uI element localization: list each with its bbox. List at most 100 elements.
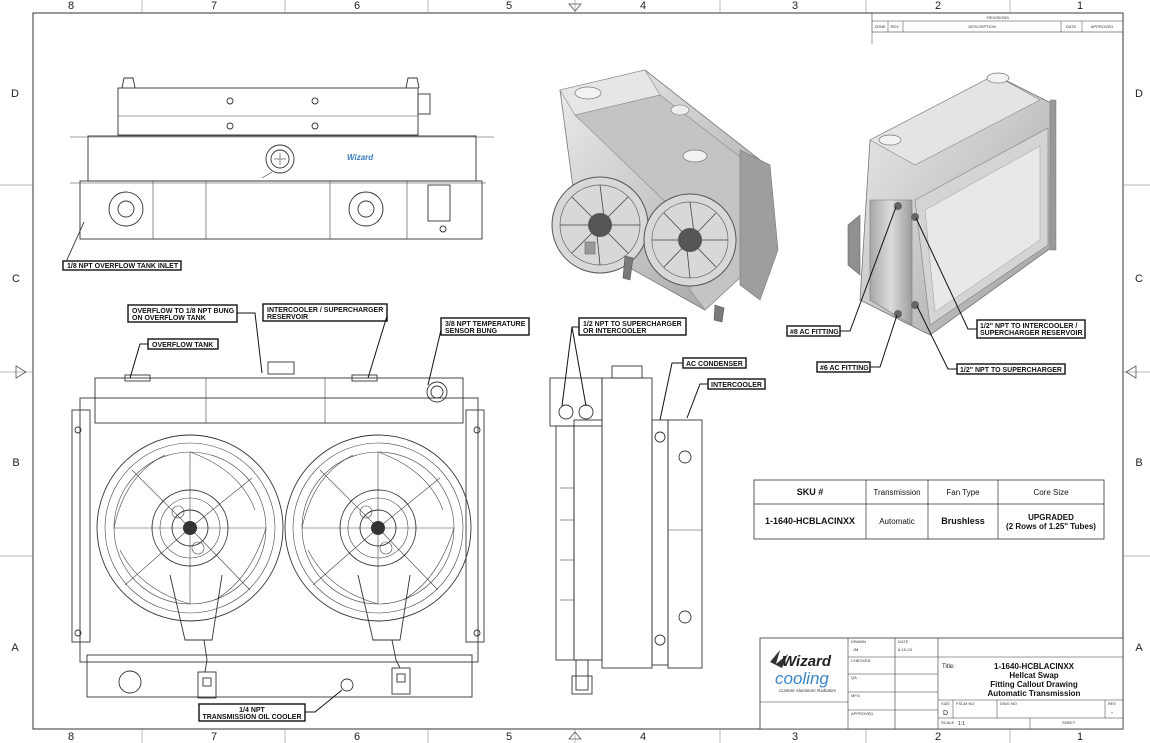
zone-col-bottom: 8 (68, 731, 74, 743)
zone-col-bottom: 5 (506, 731, 512, 743)
tb-date-label: DATE (898, 639, 909, 644)
callout-temp-sensor: 3/8 NPT TEMPERATURE SENSOR BUNG (427, 317, 530, 386)
spec-transmission-value: Automatic (879, 517, 915, 526)
iso-view-front (551, 69, 779, 323)
callout-transmission-cooler: 1/4 NPT TRANSMISSION OIL COOLER (198, 689, 343, 722)
zone-col-bottom: 4 (640, 731, 646, 743)
callout-temp-sensor-line2: SENSOR BUNG (445, 328, 498, 335)
tb-title-line4: Automatic Transmission (988, 689, 1081, 698)
spec-core-line1: UPGRADED (1028, 513, 1074, 522)
callout-half-npt-line1: 1/2 NPT TO SUPERCHARGER (583, 321, 682, 328)
callout-half-npt-supercharger: 1/2 NPT TO SUPERCHARGER OR INTERCOOLER (561, 317, 687, 407)
zone-labels: 8 7 6 5 4 3 2 1 8 7 6 5 4 3 2 1 D C B A … (11, 0, 1143, 743)
wizard-cooling-logo: Wizard cooling Custom Aluminum Radiators (764, 642, 844, 698)
callout-intercooler-reservoir-line1: INTERCOOLER / SUPERCHARGER (267, 307, 383, 314)
zone-col-bottom: 7 (211, 731, 217, 743)
zone-col-top: 6 (354, 0, 360, 12)
tb-approved-label: APPROVED (851, 711, 873, 716)
callout-overflow-tank-text: OVERFLOW TANK (152, 342, 213, 349)
callout-overflow-bung-line2: ON OVERFLOW TANK (132, 315, 206, 322)
callout-overflow-inlet-text: 1/8 NPT OVERFLOW TANK INLET (67, 263, 179, 270)
revisions-header: REV. (891, 24, 900, 29)
tb-title-line3: Fitting Callout Drawing (990, 680, 1078, 689)
zone-col-top: 4 (640, 0, 646, 12)
front-view-drawing (71, 361, 485, 699)
tb-scale-label: SCALE (941, 720, 954, 725)
zone-row-left: D (11, 88, 19, 100)
tb-drawn-label: DRAWN (851, 639, 866, 644)
iso-view-rear (847, 72, 1057, 336)
zone-col-top: 3 (792, 0, 798, 12)
logo-tagline: Custom Aluminum Radiators (779, 688, 837, 693)
logo-wizard-text: Wizard (782, 653, 832, 670)
left-fan (96, 434, 284, 641)
callout-transmission-line1: 1/4 NPT (239, 707, 265, 714)
revisions-header: DESCRIPTION (968, 24, 995, 29)
zone-col-top: 2 (935, 0, 941, 12)
callout-ac6-text: #6 AC FITTING (820, 365, 869, 372)
zone-col-top: 7 (211, 0, 217, 12)
tb-sheet-label: SHEET (1062, 720, 1076, 725)
top-view-logo-script: Wizard (347, 153, 374, 162)
callout-half-reservoir: 1/2" NPT TO INTERCOOLER / SUPERCHARGER R… (915, 217, 1086, 339)
tb-fscm-label: FSCM NO (956, 701, 974, 706)
zone-row-right: B (1135, 457, 1142, 469)
tb-checked-label: CHECKED (851, 658, 871, 663)
spec-fan-type-value: Brushless (941, 516, 985, 526)
zone-row-right: C (1135, 273, 1143, 285)
tb-title-line2: Hellcat Swap (1009, 671, 1058, 680)
callout-half-npt-line2: OR INTERCOOLER (583, 328, 646, 335)
callout-half-reservoir-line2: SUPERCHARGER RESERVOIR (980, 330, 1083, 337)
callout-half-reservoir-line1: 1/2" NPT TO INTERCOOLER / (980, 323, 1077, 330)
zone-row-left: C (12, 273, 20, 285)
callout-overflow-bung-line1: OVERFLOW TO 1/8 NPT BUNG (132, 308, 235, 315)
callout-transmission-line2: TRANSMISSION OIL COOLER (202, 714, 301, 721)
callout-ac8-text: #8 AC FITTING (790, 329, 839, 336)
tb-mfg-label: MFG (851, 693, 860, 698)
center-mark-left (15, 365, 27, 379)
tb-date-value: 6-19-23 (898, 647, 913, 652)
zone-row-left: A (11, 642, 19, 654)
center-mark-bottom (568, 731, 582, 740)
callout-ac-condenser: AC CONDENSER (659, 357, 747, 421)
zone-col-bottom: 3 (792, 731, 798, 743)
tb-qa-label: QA (851, 675, 857, 680)
center-mark-top (568, 3, 582, 12)
revisions-header: DATE (1066, 24, 1077, 29)
sheet-border (32, 12, 1124, 730)
spec-header-core-size: Core Size (1033, 488, 1069, 497)
tb-scale-value: 1:1 (958, 721, 965, 727)
spec-header-transmission: Transmission (873, 488, 920, 497)
zone-row-left: B (12, 457, 19, 469)
callout-intercooler-reservoir-line2: RESERVOIR (267, 314, 308, 321)
callout-ac8: #8 AC FITTING (786, 206, 897, 337)
tb-title-label: Title: (942, 664, 955, 670)
revisions-title: REVISIONS (987, 15, 1009, 20)
callout-overflow-tank: OVERFLOW TANK (129, 338, 219, 379)
zone-col-top: 5 (506, 0, 512, 12)
zone-col-bottom: 1 (1077, 731, 1083, 743)
spec-header-fan-type: Fan Type (946, 488, 980, 497)
title-block: Wizard cooling Custom Aluminum Radiators… (759, 637, 1124, 730)
callout-half-supercharger-text: 1/2" NPT TO SUPERCHARGER (960, 367, 1062, 374)
tb-drawn-value: JM (853, 647, 858, 652)
zone-col-top: 1 (1077, 0, 1083, 12)
callout-intercooler: INTERCOOLER (686, 378, 766, 419)
logo-cooling-text: cooling (775, 669, 829, 688)
tb-rev-value: - (1111, 710, 1113, 716)
callout-half-supercharger: 1/2" NPT TO SUPERCHARGER (916, 305, 1066, 375)
side-view-drawing (549, 365, 703, 695)
spec-header-sku: SKU # (797, 487, 824, 497)
spec-table: SKU # Transmission Fan Type Core Size 1-… (753, 479, 1105, 540)
zone-col-bottom: 6 (354, 731, 360, 743)
zone-col-top: 8 (68, 0, 74, 12)
tb-rev-label: REV (1108, 701, 1117, 706)
spec-sku-value: 1-1640-HCBLACINXX (765, 516, 855, 526)
zone-row-right: D (1135, 88, 1143, 100)
center-mark-right (1125, 365, 1137, 379)
revisions-header: ZONE (874, 24, 885, 29)
tb-title-line1: 1-1640-HCBLACINXX (994, 662, 1075, 671)
zone-row-right: A (1135, 642, 1143, 654)
callout-temp-sensor-line1: 3/8 NPT TEMPERATURE (445, 321, 526, 328)
